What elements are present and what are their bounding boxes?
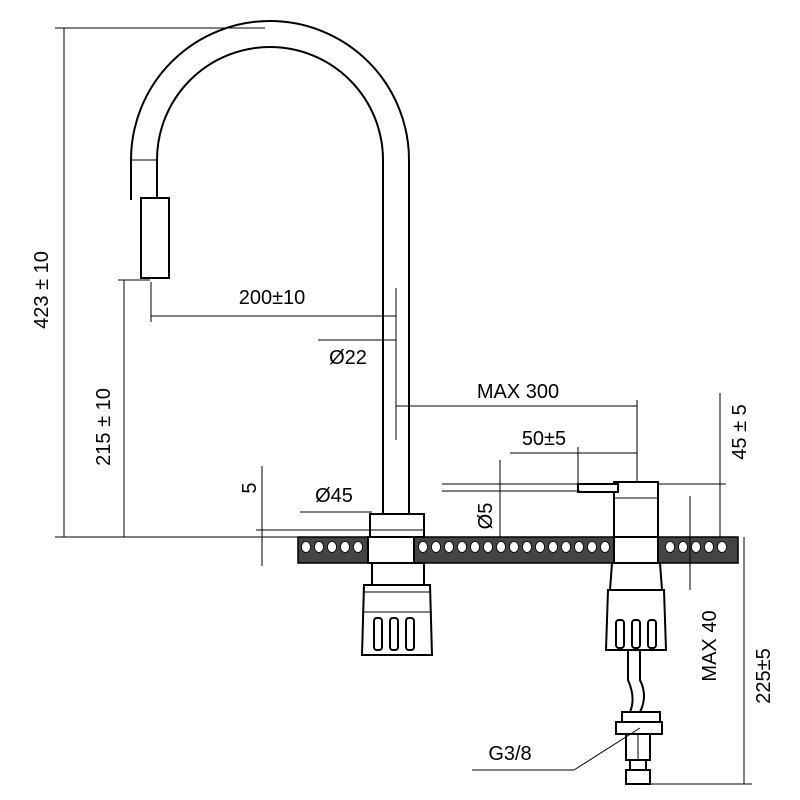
reach-label: 200±10 xyxy=(239,287,306,309)
countertop-hatch-stone xyxy=(678,541,688,553)
countertop-hatch-stone xyxy=(431,541,441,553)
countertop-hatch-stone xyxy=(717,541,727,553)
max-deck-thickness-label: MAX 40 xyxy=(699,610,721,681)
countertop-hatch-stone xyxy=(353,541,363,553)
total-height-label: 423 ± 10 xyxy=(31,251,53,329)
base-height-label: 5 xyxy=(239,482,261,493)
countertop-hatch-stone xyxy=(483,541,493,553)
countertop-hatch-stone xyxy=(561,541,571,553)
spray-head xyxy=(140,197,170,279)
countertop xyxy=(297,536,739,564)
countertop-hatch-stone xyxy=(470,541,480,553)
dimension-labels: 423 ± 10 215 ± 10 200±10 Ø22 MAX 300 50±… xyxy=(31,251,775,765)
countertop-hatch-stone xyxy=(704,541,714,553)
countertop-hatch-stone xyxy=(314,541,324,553)
base-diameter-label: Ø45 xyxy=(315,485,353,507)
countertop-hatch-stone xyxy=(457,541,467,553)
dimension-lines xyxy=(55,27,752,785)
lever-height-label: 45 ± 5 xyxy=(729,404,751,459)
countertop-hatch-stone xyxy=(418,541,428,553)
lever-handle xyxy=(577,483,619,493)
connection-thread-label: G3/8 xyxy=(488,743,531,765)
countertop-hatch-stone xyxy=(587,541,597,553)
countertop-hatch-stone xyxy=(665,541,675,553)
countertop-hatch-stone xyxy=(600,541,610,553)
countertop-hatch-stone xyxy=(340,541,350,553)
spout-base xyxy=(369,513,425,538)
countertop-hatch-stone xyxy=(301,541,311,553)
countertop-hatch-stone xyxy=(535,541,545,553)
countertop-hatch-stone xyxy=(522,541,532,553)
spout-diameter-label: Ø22 xyxy=(329,347,367,369)
countertop-hatch-stone xyxy=(574,541,584,553)
lever-diameter-label: Ø5 xyxy=(475,503,497,530)
countertop-hatch-stone xyxy=(691,541,701,553)
countertop-hatch-stone xyxy=(327,541,337,553)
countertop-hatch-stone xyxy=(496,541,506,553)
mixer-shank xyxy=(604,536,668,785)
hose-length-label: 225±5 xyxy=(753,648,775,703)
lever-length-label: 50±5 xyxy=(522,428,566,450)
countertop-hatch-stone xyxy=(444,541,454,553)
spout-shank xyxy=(360,536,434,656)
spout-height-label: 215 ± 10 xyxy=(93,388,115,466)
max-distance-label: MAX 300 xyxy=(477,381,559,403)
countertop-hatch-stone xyxy=(509,541,519,553)
countertop-hatch-stone xyxy=(548,541,558,553)
spout xyxy=(130,20,410,515)
mixer-body xyxy=(577,481,659,538)
